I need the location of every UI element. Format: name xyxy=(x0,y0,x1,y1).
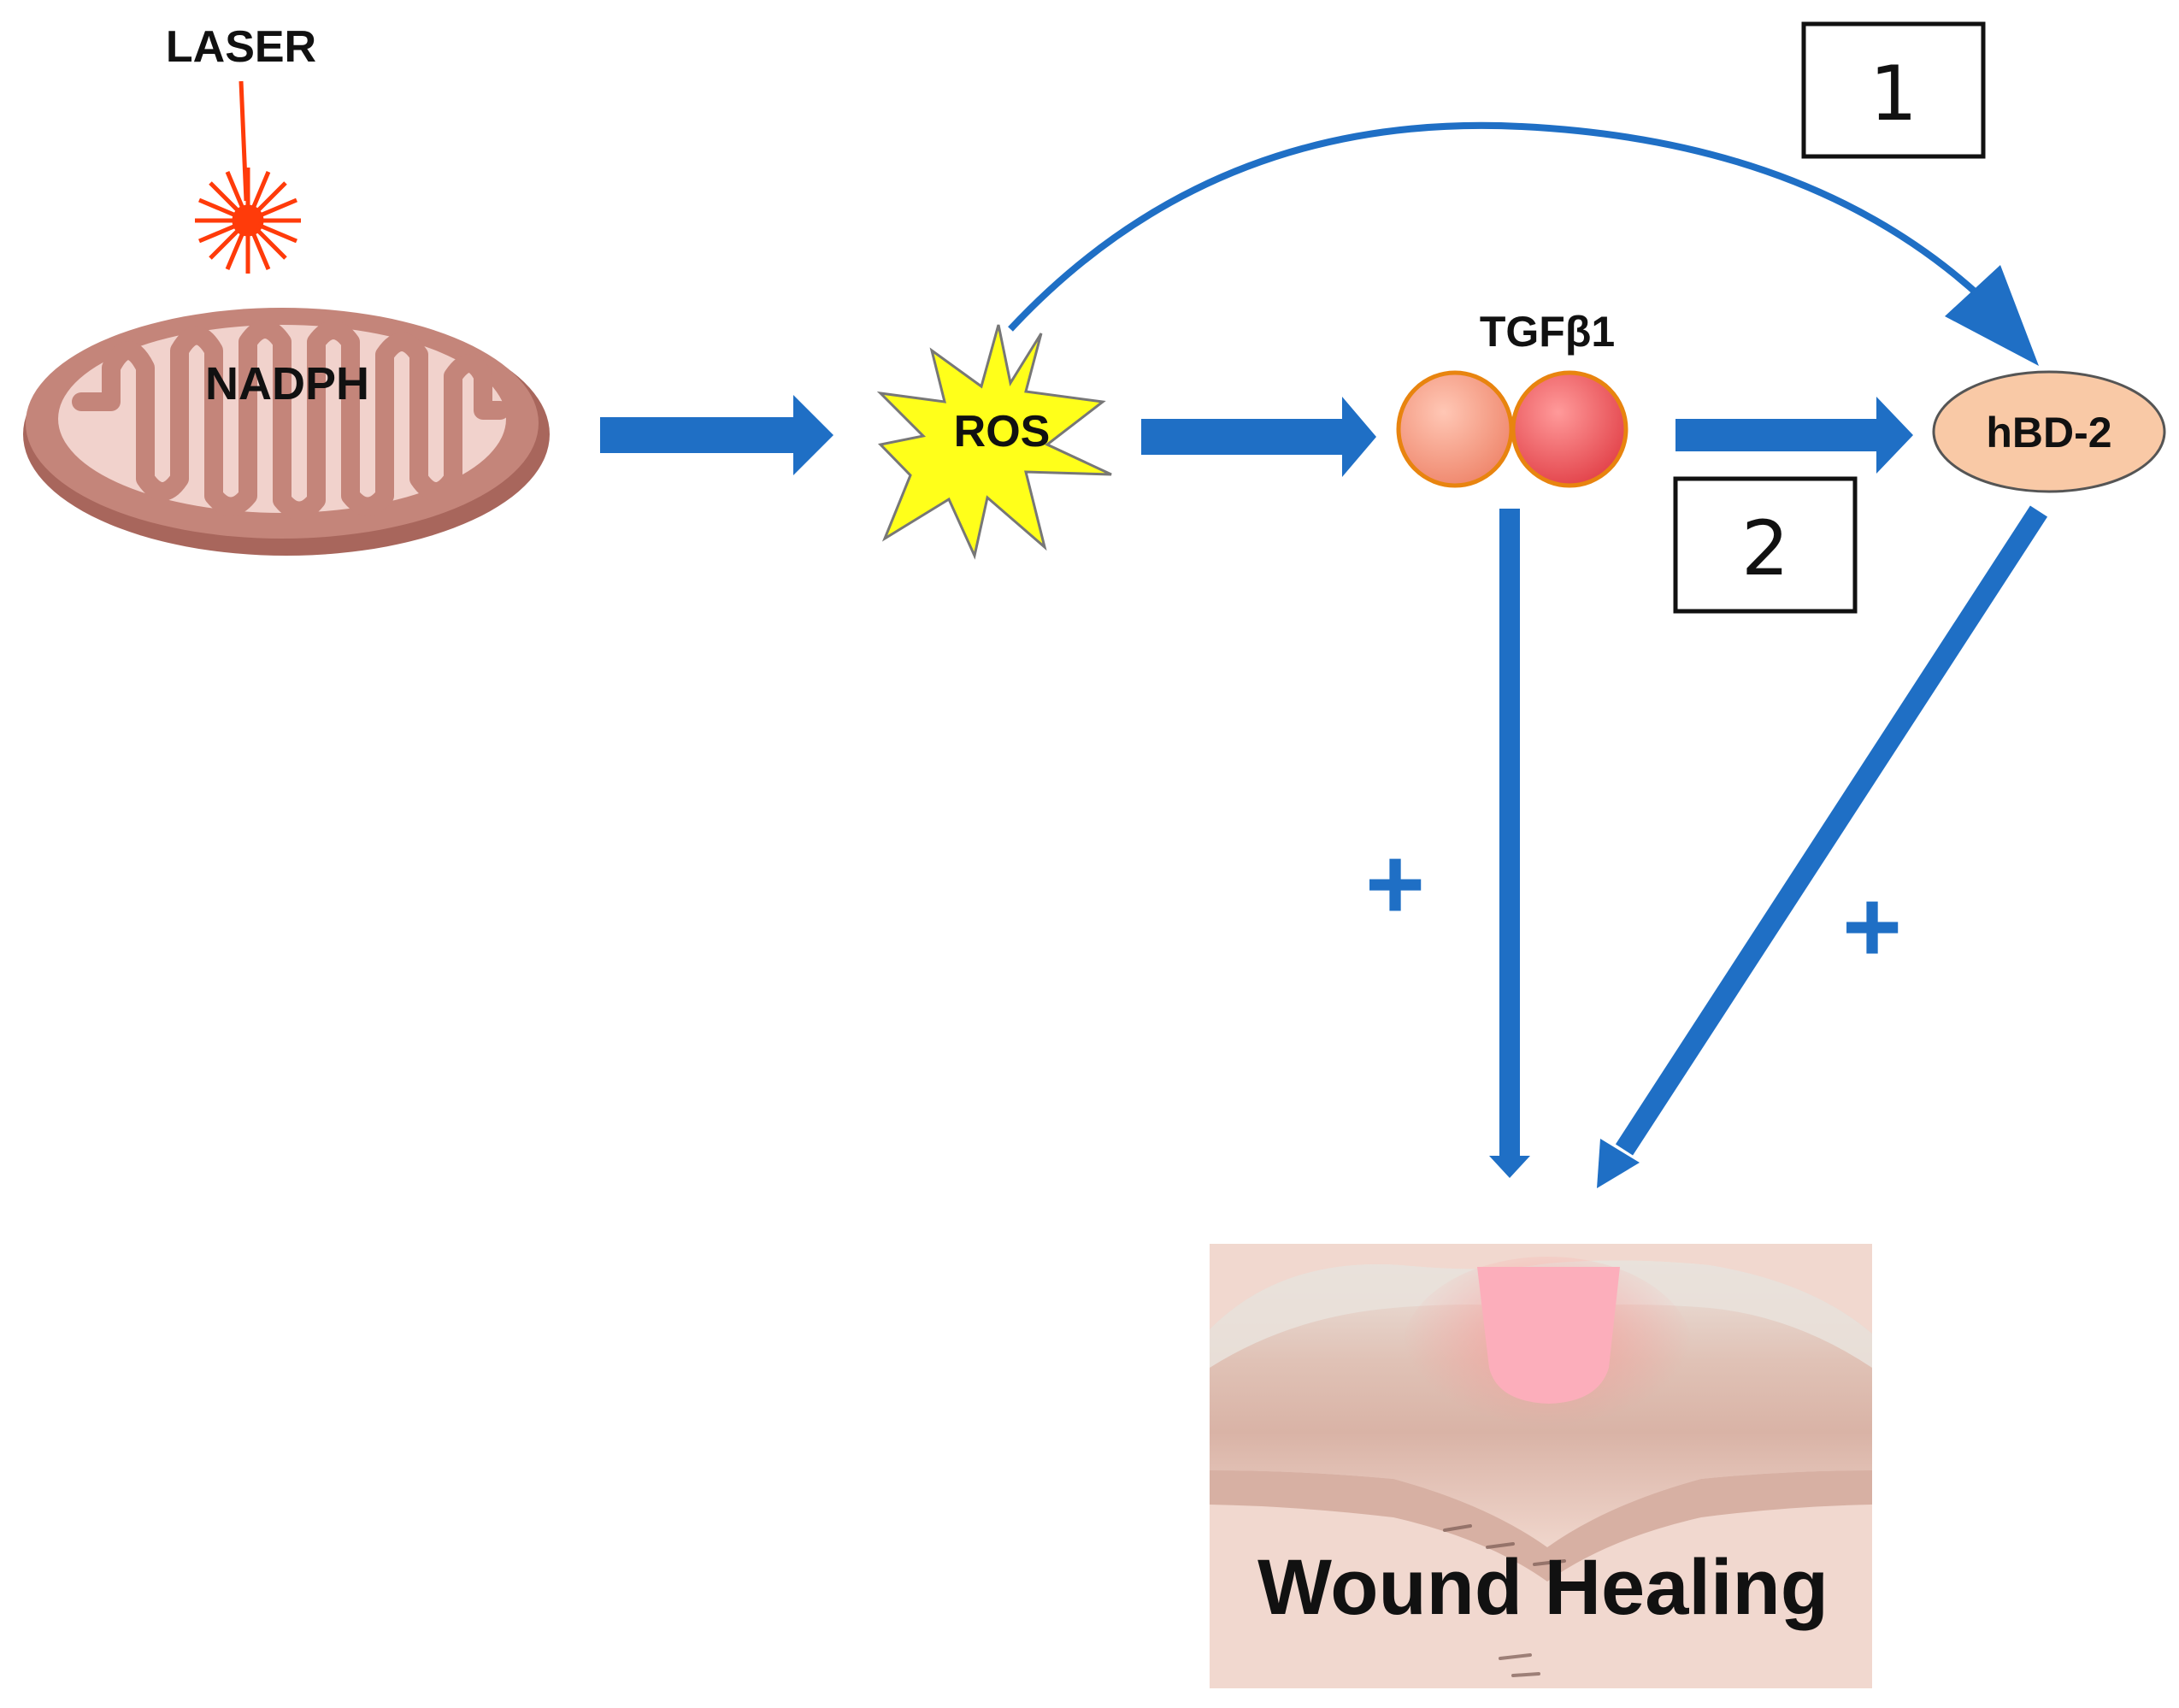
laser-icon xyxy=(195,80,301,274)
nadph-label: NADPH xyxy=(205,358,369,409)
plus-sign-right: + xyxy=(1842,869,1902,984)
ros-label: ROS xyxy=(954,407,1051,456)
tgf-molecule-icon xyxy=(1396,370,1628,488)
arrow-ros-to-tgf xyxy=(1141,397,1376,477)
box-1 xyxy=(1801,21,1986,159)
arrow-mito-to-ros xyxy=(600,395,833,475)
box-1-label: 1 xyxy=(1870,50,1917,138)
wound-healing-label: Wound Healing xyxy=(1257,1544,1829,1631)
box-2-label: 2 xyxy=(1741,504,1789,592)
arrow-tgf-to-wound xyxy=(1489,509,1530,1178)
hbd-ellipse xyxy=(1932,370,2166,493)
laser-label: LASER xyxy=(166,22,316,72)
box-2 xyxy=(1673,476,1858,614)
tgf-label: TGFβ1 xyxy=(1480,308,1615,356)
mitochondrion-icon xyxy=(23,308,550,556)
arrow-ros-to-hbd xyxy=(1008,121,2039,366)
plus-sign-left: + xyxy=(1365,827,1425,941)
arrow-tgf-to-hbd xyxy=(1675,397,1913,474)
arrow-hbd-to-wound xyxy=(1597,505,2048,1188)
hbd-label: hBD-2 xyxy=(1986,409,2111,456)
ros-starburst xyxy=(876,324,1112,560)
skin-wound-illustration xyxy=(1210,1244,1872,1688)
